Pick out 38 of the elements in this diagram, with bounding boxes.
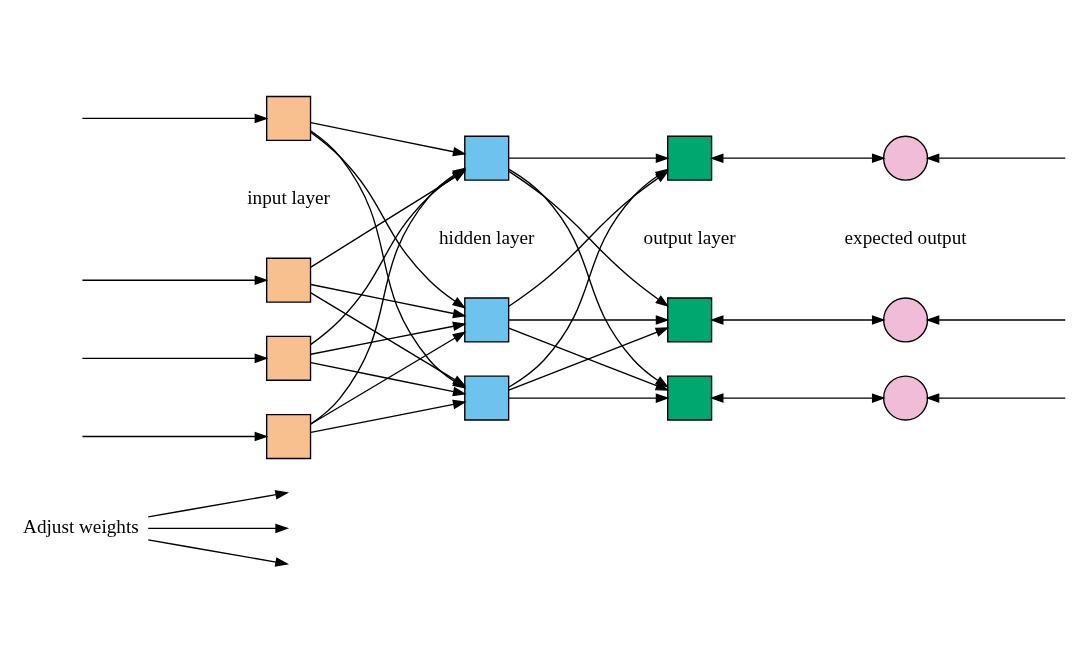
- arrow: [81, 274, 269, 285]
- arrow: [310, 399, 467, 433]
- arrow: [508, 392, 670, 403]
- arrow: [310, 283, 467, 318]
- node-box: [265, 257, 312, 303]
- node-circle: [882, 375, 929, 421]
- node-text: Adjust weights: [23, 515, 139, 537]
- node-box: [265, 95, 312, 141]
- label: output layer: [643, 226, 736, 248]
- arrow: [81, 431, 269, 441]
- label: expected output: [844, 226, 967, 248]
- arrow: [147, 523, 290, 533]
- node-box: [667, 375, 713, 421]
- arrow: [508, 152, 670, 163]
- node-box: [464, 296, 510, 343]
- arrow: [310, 321, 467, 355]
- label: input layer: [247, 186, 330, 208]
- node-box: [464, 135, 510, 181]
- arrow: [147, 489, 290, 518]
- arrow: [925, 152, 1066, 163]
- arrow: [925, 392, 1066, 403]
- arrow: [709, 152, 886, 163]
- arrow: [81, 353, 269, 363]
- arrow: [709, 392, 886, 403]
- node-circle: [882, 296, 929, 343]
- node-box: [667, 135, 713, 181]
- node-box: [464, 375, 510, 421]
- node-box: [667, 296, 713, 343]
- node-circle: [882, 135, 929, 181]
- arrow: [81, 113, 269, 123]
- arrow: [925, 314, 1066, 325]
- node-box: [265, 413, 312, 459]
- arrow: [709, 314, 886, 325]
- label: hidden layer: [439, 226, 535, 248]
- node-box: [265, 335, 312, 381]
- arrow: [147, 538, 290, 567]
- arrow: [508, 314, 670, 325]
- arrow: [310, 121, 467, 156]
